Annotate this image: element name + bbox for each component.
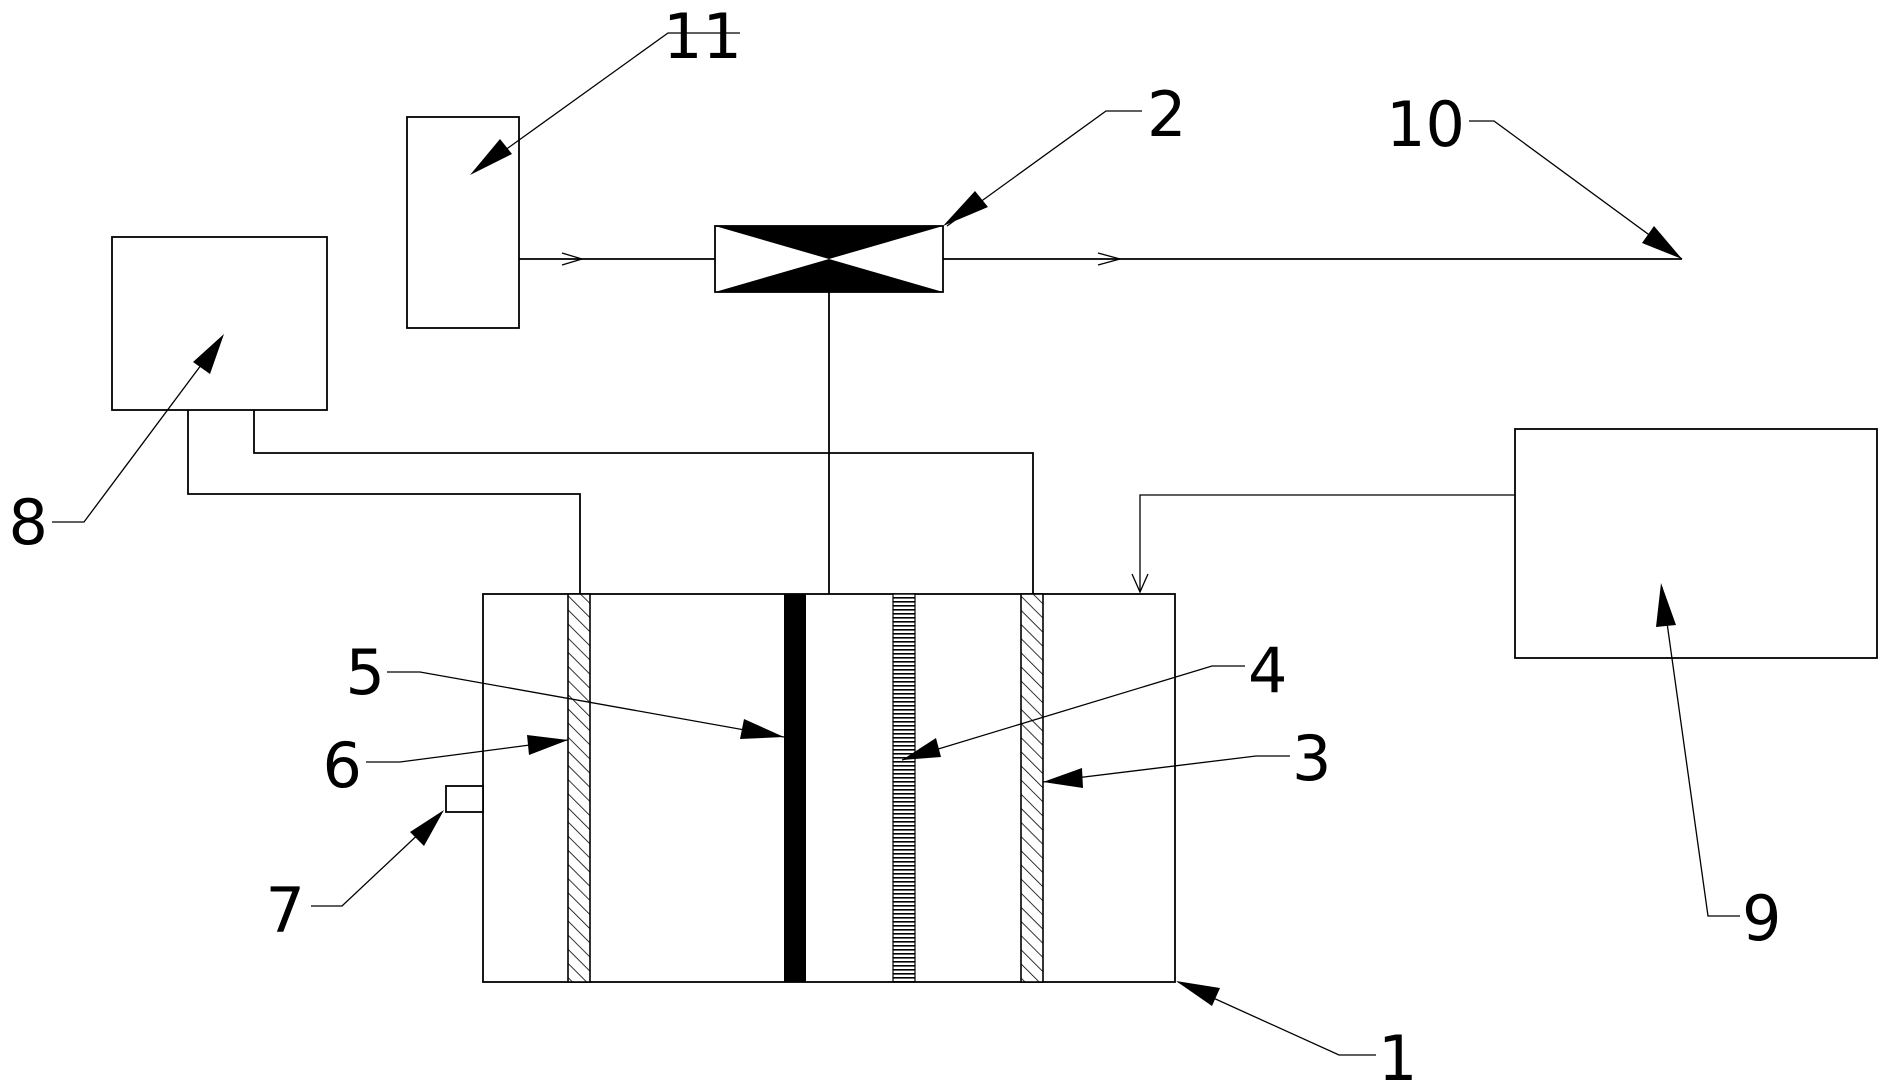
label-10: 10 [1386, 88, 1465, 161]
label-5: 5 [346, 636, 385, 709]
tank-1 [482, 593, 1176, 983]
leader-11 [475, 32, 740, 172]
plate-5 [784, 594, 806, 982]
wire-8-to-plate-3 [253, 410, 1034, 594]
box-8 [111, 236, 328, 411]
wire-8-to-plate-6 [187, 410, 581, 594]
arrowhead-11 [470, 139, 512, 175]
label-7: 7 [266, 874, 305, 947]
leader-7 [311, 811, 443, 907]
arrowhead-10 [1642, 226, 1682, 259]
label-2: 2 [1147, 78, 1186, 151]
arrowhead-9 [1656, 583, 1676, 627]
leader-1 [1177, 981, 1376, 1056]
arrow-into-tank [1131, 573, 1149, 594]
arrowhead-1 [1176, 981, 1220, 1006]
flow-arrow-left [561, 252, 585, 266]
plate-4 [892, 593, 916, 983]
arrowhead-2 [943, 191, 988, 226]
leader-10 [1469, 120, 1683, 260]
line-9-to-tank [1139, 494, 1515, 592]
leader-9 [1661, 586, 1740, 917]
label-8: 8 [9, 486, 48, 559]
label-11: 11 [663, 0, 742, 73]
label-1: 1 [1378, 1022, 1417, 1088]
label-6: 6 [323, 729, 362, 802]
leader-3 [1042, 755, 1290, 783]
label-4: 4 [1248, 634, 1287, 707]
arrowhead-4 [902, 738, 941, 760]
arrowhead-6 [527, 735, 568, 755]
fitting-7 [445, 785, 484, 813]
arrowhead-7 [410, 810, 444, 846]
plate-3 [1020, 593, 1044, 983]
arrowhead-5 [740, 719, 784, 739]
box-9 [1514, 428, 1878, 659]
leader-6 [366, 739, 569, 763]
leader-4 [901, 665, 1245, 761]
plate-6 [567, 593, 591, 983]
label-9: 9 [1742, 882, 1781, 955]
valve-2 [714, 225, 944, 293]
flow-arrow-right [1097, 252, 1123, 266]
arrowhead-3 [1043, 768, 1083, 788]
leader-8 [52, 336, 223, 523]
leader-5 [387, 671, 785, 738]
arrowhead-8 [193, 334, 224, 374]
leader-2 [946, 110, 1142, 227]
label-3: 3 [1292, 722, 1331, 795]
